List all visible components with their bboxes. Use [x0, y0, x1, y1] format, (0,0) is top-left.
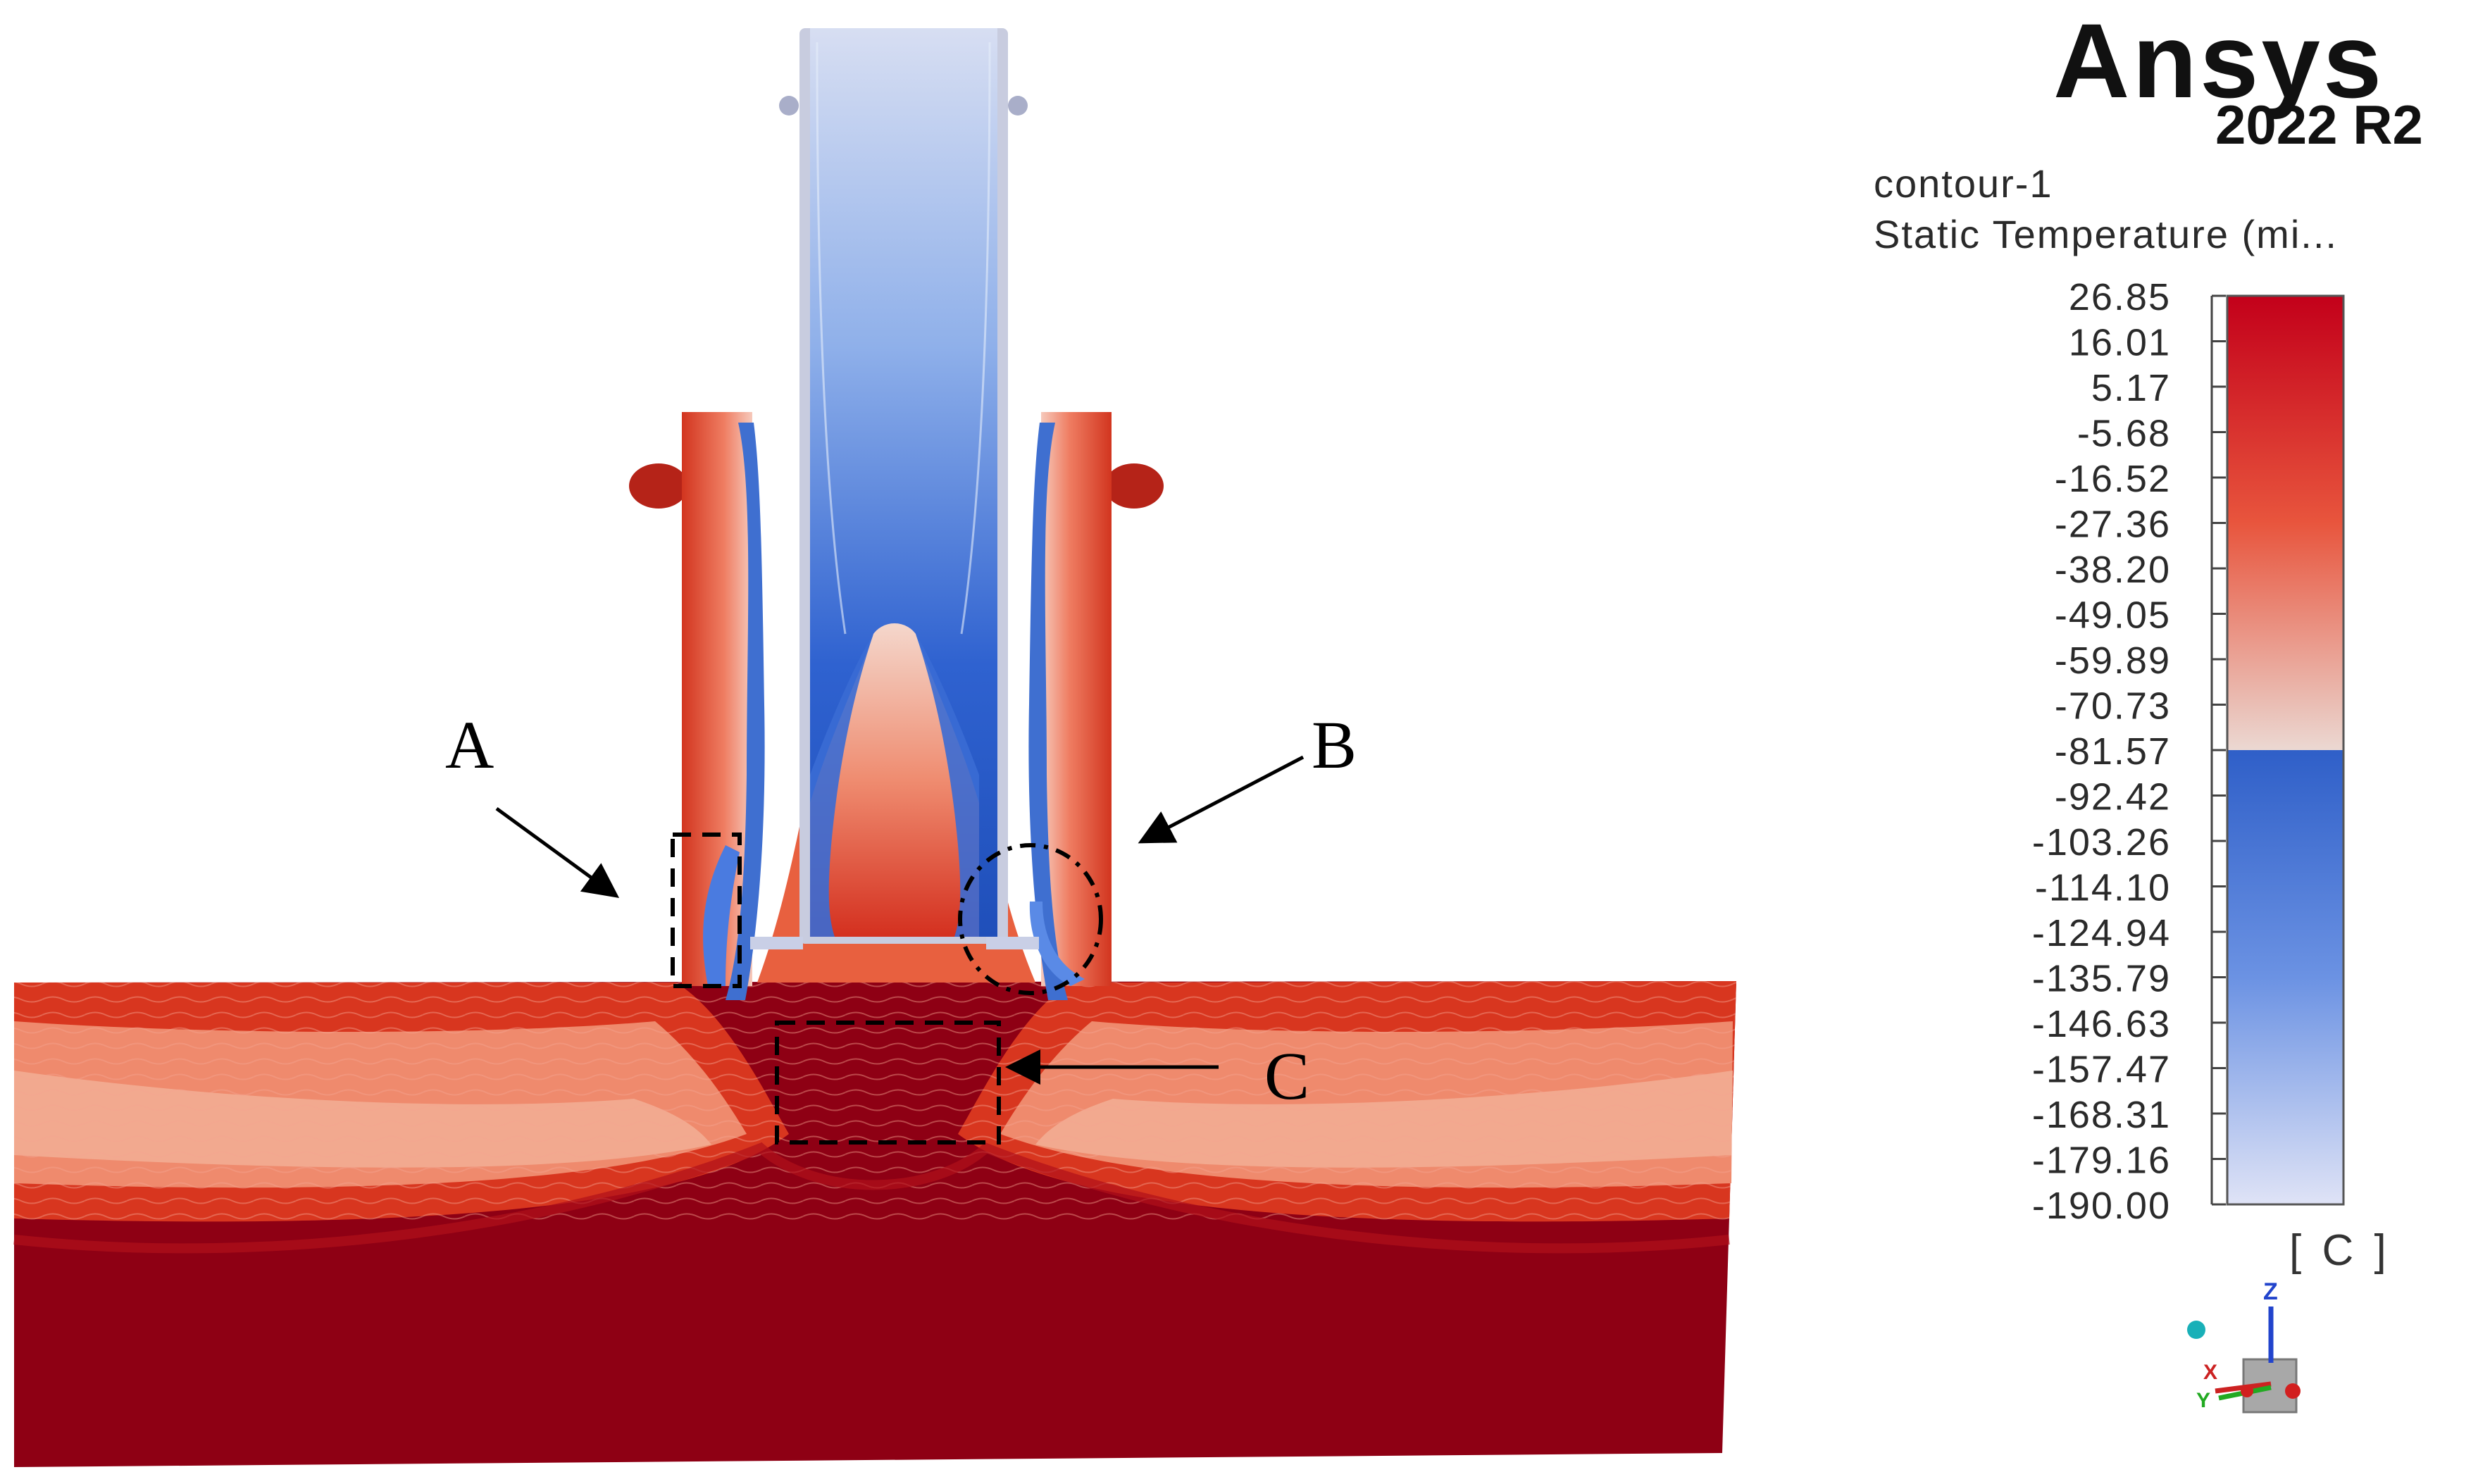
legend-level-label: -190.00: [2032, 1185, 2171, 1227]
slab: [13, 981, 1736, 1467]
annotation-b-label: B: [1312, 707, 1357, 782]
legend-level-label: -157.47: [2032, 1049, 2171, 1091]
legend-level-label: -38.20: [2055, 549, 2171, 591]
ansys-version: 2022 R2: [2215, 94, 2423, 156]
axes-triad: Z X Y: [2187, 1278, 2301, 1414]
legend-level-label: -16.52: [2055, 458, 2171, 500]
legend-level-label: -103.26: [2032, 821, 2171, 863]
legend-level-label: -59.89: [2055, 640, 2171, 682]
legend-level-label: -179.16: [2032, 1140, 2171, 1182]
right-outer-wall: [1028, 412, 1164, 1000]
legend-units: [ C ]: [2289, 1226, 2391, 1275]
legend-level-label: -5.68: [2077, 413, 2171, 455]
annotation-c-box: [775, 1021, 1001, 1145]
annotation-shapes: [495, 755, 1305, 1145]
legend-level-label: -114.10: [2035, 867, 2171, 909]
legend-level-label: -135.79: [2032, 958, 2171, 1000]
arrow-b: [1138, 755, 1305, 844]
legend-level-label: 26.85: [2069, 276, 2171, 318]
legend-title: contour-1: [1874, 161, 2053, 206]
legend-level-label: -81.57: [2055, 730, 2171, 773]
legend-level-label: 16.01: [2069, 322, 2171, 364]
annotation-c-label: C: [1264, 1038, 1309, 1114]
annotation-a-box: [671, 833, 742, 988]
legend-level-label: -168.31: [2032, 1094, 2171, 1136]
inner-tube: [750, 28, 1039, 949]
legend-level-label: 5.17: [2091, 367, 2171, 409]
legend-level-label: -27.36: [2055, 504, 2171, 546]
annotation-b-circle: [958, 843, 1103, 995]
triad-z-label: Z: [2263, 1278, 2278, 1305]
triad-x-label: X: [2203, 1361, 2217, 1384]
legend-level-label: -49.05: [2055, 594, 2171, 637]
legend-level-label: -146.63: [2032, 1003, 2171, 1045]
left-outer-wall: [629, 412, 765, 1000]
arrow-a: [495, 806, 620, 898]
legend-level-label: -70.73: [2055, 685, 2171, 728]
legend-levels: 26.8516.015.17-5.68-16.52-27.36-38.20-49…: [2032, 276, 2226, 1227]
legend-level-label: -124.94: [2032, 912, 2171, 954]
legend-subtitle: Static Temperature (mi...: [1874, 212, 2338, 256]
annotation-a-label: A: [445, 707, 494, 782]
color-bar: [2210, 294, 2345, 1206]
ansys-logo: Ansys: [2053, 1, 2385, 120]
triad-sphere: [2187, 1321, 2205, 1339]
triad-y-label: Y: [2196, 1389, 2210, 1412]
legend-level-label: -92.42: [2055, 776, 2171, 818]
